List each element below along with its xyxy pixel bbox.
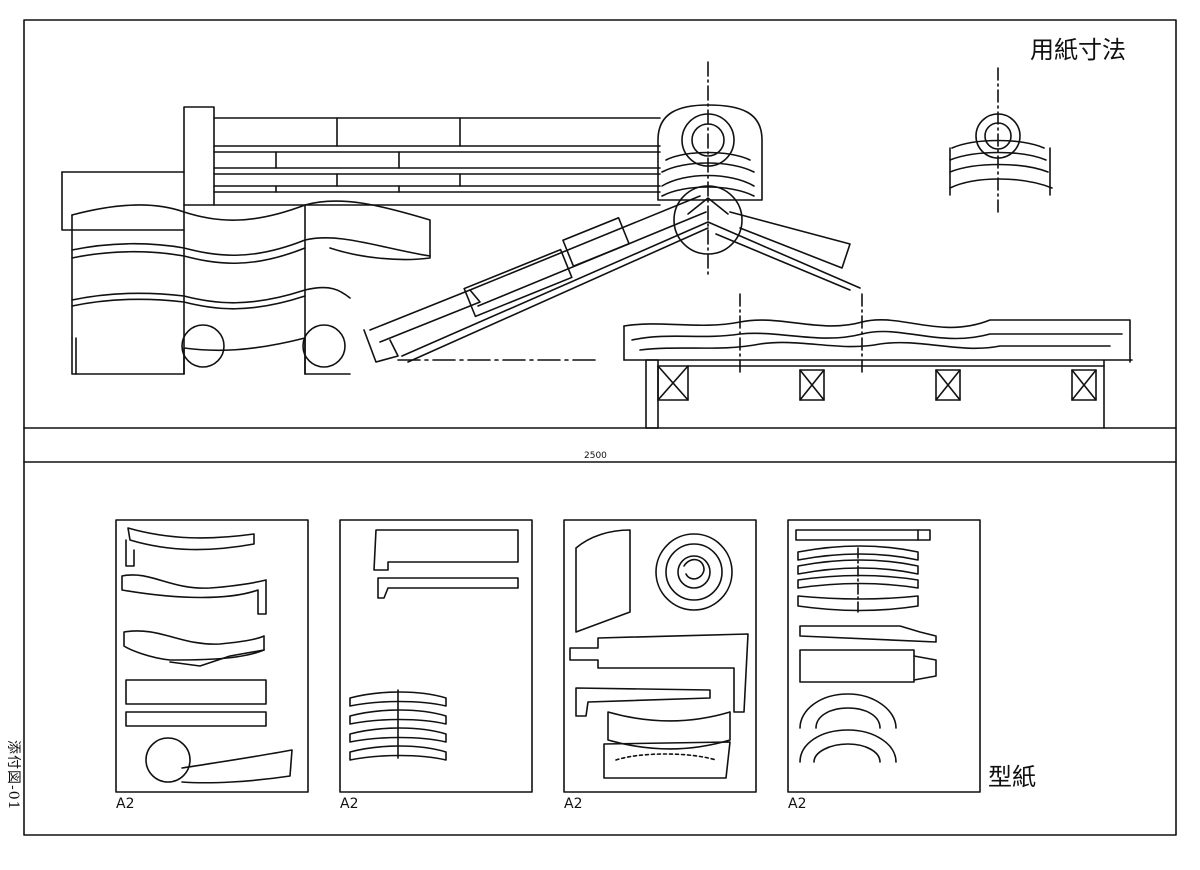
dimension-label: 2500 xyxy=(584,451,607,461)
pattern-sheet-4 xyxy=(787,519,981,793)
sheet-1-size-label: A2 xyxy=(116,796,135,812)
center-gable-section xyxy=(363,61,861,363)
pattern-sheet-2 xyxy=(339,519,533,793)
eave-section xyxy=(623,293,1133,429)
left-roof-section xyxy=(61,106,661,375)
pattern-sheet-3 xyxy=(563,519,757,793)
pattern-sheet-1 xyxy=(115,519,309,793)
ridge-detail xyxy=(949,67,1053,217)
top-panel-title: 用紙寸法 xyxy=(1030,36,1126,64)
sheet-2-size-label: A2 xyxy=(340,796,359,812)
bottom-panel-title: 型紙 xyxy=(988,763,1036,791)
sheet-4-size-label: A2 xyxy=(788,796,807,812)
drawing-number-label: 添付図-01 xyxy=(5,740,21,811)
sheet-3-size-label: A2 xyxy=(564,796,583,812)
